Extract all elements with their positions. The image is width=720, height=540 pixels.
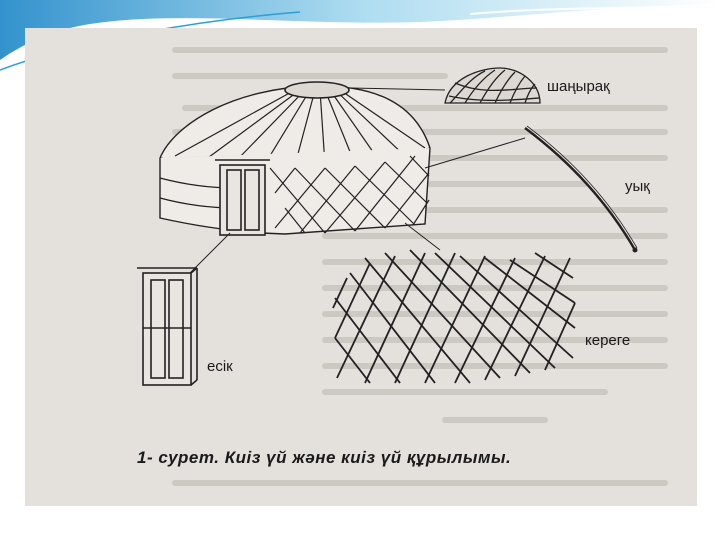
- figure-caption: 1- сурет. Киіз үй және киіз үй құрылымы.: [137, 448, 512, 467]
- label-shanyrak: шаңырақ: [547, 78, 610, 95]
- label-uyk: уық: [625, 178, 650, 195]
- yurt-diagram: [137, 47, 668, 486]
- esik-illustration: [137, 267, 198, 386]
- yurt-illustration: [159, 81, 431, 236]
- shanyrak-illustration: [444, 67, 541, 104]
- top-wave-decoration: [0, 0, 720, 60]
- label-esik: есік: [207, 358, 233, 375]
- uyk-illustration: [524, 125, 638, 253]
- leader-lines: [184, 87, 526, 279]
- kerege-illustration: [332, 249, 576, 384]
- label-kerege: кереге: [585, 332, 631, 349]
- scanned-textbook-image: шаңырақ уық кереге есік 1- сурет. Киіз ү…: [25, 28, 697, 506]
